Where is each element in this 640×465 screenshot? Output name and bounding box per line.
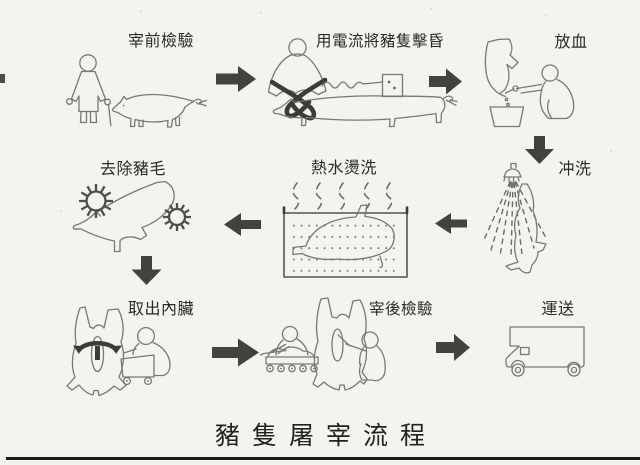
- dehairing-illustration: [72, 180, 191, 253]
- shower-head-icon: [503, 162, 522, 183]
- worker-figure: [504, 64, 575, 120]
- pig-figure: [112, 93, 208, 128]
- inspector-figure: [66, 54, 112, 127]
- stage-label-hot-water-scalding: 熱水燙洗: [310, 160, 377, 177]
- stage-label-evisceration: 取出內臟: [127, 301, 194, 318]
- blood-drop: [504, 97, 509, 102]
- rinsing-illustration: [482, 162, 547, 274]
- stunner-box: [381, 73, 404, 98]
- stage-label-transport: 運送: [541, 301, 575, 318]
- blood-basin: [489, 106, 525, 128]
- arrow-down-icon: [131, 256, 162, 285]
- blood-drop: [506, 102, 510, 107]
- stunner-cord: [321, 81, 384, 89]
- paper-speckles: [140, 10, 142, 12]
- hot-water-scalding-illustration: [282, 182, 409, 278]
- inspector-figure-right: [337, 331, 386, 382]
- scan-edge-mark: [0, 74, 5, 83]
- arrow-right-icon: [436, 334, 470, 361]
- inspection-cane: [107, 103, 112, 127]
- inspection-table: [259, 346, 319, 373]
- pig-in-tank: [292, 204, 395, 269]
- electric-stunning-illustration: [267, 38, 458, 128]
- scald-tank-water-dots: [290, 220, 398, 273]
- hanging-pig: [484, 38, 519, 107]
- split-carcass: [312, 297, 368, 391]
- truck-icon: [505, 326, 585, 377]
- stage-label-post-slaughter-inspection: 宰後檢驗: [368, 301, 433, 318]
- rotary-brush-icon: [79, 184, 113, 218]
- stage-label-bleeding: 放血: [554, 34, 588, 51]
- organ-cart: [120, 354, 155, 386]
- inspector-figure-left: [270, 325, 309, 356]
- evisceration-illustration: [66, 306, 171, 397]
- worker-figure: [123, 326, 171, 377]
- arrow-left-icon: [224, 213, 261, 236]
- arrow-right-icon: [212, 338, 259, 367]
- pig-carcass: [72, 180, 175, 253]
- post-slaughter-inspection-illustration: [259, 297, 386, 391]
- stage-label-electric-stunning: 用電流將豬隻擊昏: [316, 33, 445, 50]
- split-carcass: [66, 306, 127, 397]
- figure-title: 豬隻屠宰流程: [214, 423, 437, 450]
- steam-wisps: [292, 182, 393, 211]
- rotary-brush-icon: [163, 203, 191, 231]
- stage-label-rinsing: 冲洗: [558, 161, 592, 178]
- electric-tongs: [269, 77, 328, 121]
- arrow-right-icon: [216, 66, 256, 92]
- transport-truck-illustration: [505, 326, 585, 377]
- arrow-left-icon: [435, 213, 467, 234]
- arrow-down-icon: [525, 136, 554, 164]
- scan-edge-line: [6, 457, 640, 460]
- water-spray: [482, 181, 547, 259]
- pig-figure: [272, 95, 458, 128]
- stage-label-dehairing: 去除豬毛: [99, 161, 166, 178]
- pig-tail: [192, 98, 208, 107]
- bleeding-illustration: [484, 38, 575, 128]
- organ-removal-arrows: [73, 341, 122, 360]
- pig-tail: [442, 95, 458, 106]
- stage-label-pre-slaughter-inspection: 宰前檢驗: [127, 33, 194, 50]
- pre-slaughter-inspection-illustration: [66, 54, 208, 128]
- scalding-tank: [282, 206, 409, 278]
- arrow-right-icon: [429, 68, 462, 95]
- hanging-carcass: [505, 183, 547, 274]
- knife: [504, 88, 515, 94]
